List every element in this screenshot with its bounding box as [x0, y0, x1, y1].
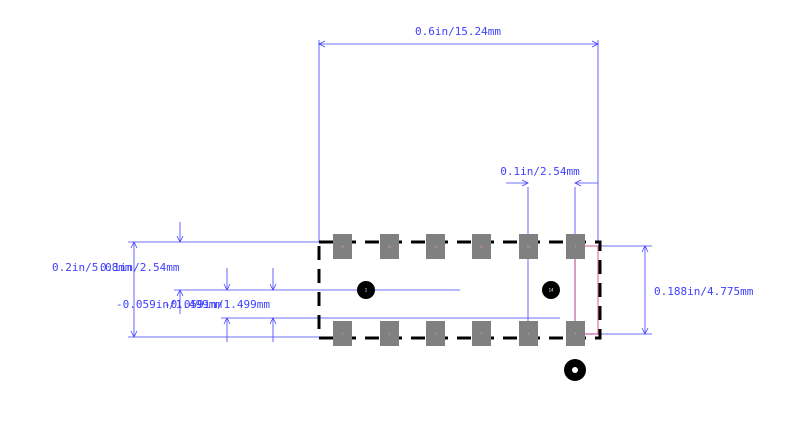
- top-pad-label: 14: [341, 245, 345, 249]
- top-pad: [380, 234, 399, 259]
- bottom-pad-label: 1: [342, 332, 344, 336]
- body-height-label: 0.2in/5.08mm: [52, 261, 132, 274]
- mounting-hole-right: [542, 281, 560, 299]
- pad-row-bottom: 1 2 3 4 5 6: [333, 321, 585, 346]
- hole-label-right: 14: [549, 288, 554, 293]
- top-pad-label: 13: [388, 245, 392, 249]
- bottom-pad-label: 5: [528, 332, 530, 336]
- pad-row-top: 14 13 12 11 10 9: [333, 234, 585, 259]
- bottom-pad-label: 2: [389, 332, 391, 336]
- mounting-hole-left: [357, 281, 375, 299]
- bottom-pad-label: 4: [481, 332, 483, 336]
- dimension-lines: [128, 40, 652, 342]
- pin1-indicator-center: [572, 367, 578, 373]
- bottom-pad: [333, 321, 352, 346]
- top-pad-label: 10: [527, 245, 531, 249]
- pad-offset-label: -0.059in/1.499mm: [164, 298, 270, 311]
- pad-row-span-label: 0.188in/4.775mm: [654, 285, 754, 298]
- hole-label-left: 1: [365, 288, 368, 293]
- body-outline: [317, 240, 602, 340]
- bottom-pad: [472, 321, 491, 346]
- top-pad: [333, 234, 352, 259]
- padlen-arrow-top: [223, 283, 231, 291]
- bottom-pad: [380, 321, 399, 346]
- bottom-pad-label: 6: [575, 332, 577, 336]
- bottom-pad: [426, 321, 445, 346]
- pin1-marker: [574, 245, 599, 335]
- pitch-arrow-right: [574, 179, 582, 187]
- overall-width-label: 0.6in/15.24mm: [415, 25, 501, 38]
- top-pad: [566, 234, 585, 259]
- padoff-arrow-bottom: [269, 317, 277, 325]
- body-arrow-bottom: [130, 330, 138, 338]
- width-arrow-right: [591, 40, 599, 48]
- span-arrow-top: [641, 245, 649, 253]
- span-arrow-bottom: [641, 327, 649, 335]
- pitch-label: 0.1in/2.54mm: [500, 165, 580, 178]
- bottom-pad: [519, 321, 538, 346]
- top-pad: [426, 234, 445, 259]
- width-arrow-left: [318, 40, 326, 48]
- bottom-pad: [566, 321, 585, 346]
- pad-length-label: -0.059in/1.499mm: [116, 298, 222, 311]
- bottom-pad-label: 3: [435, 332, 437, 336]
- body-arrow-top: [130, 241, 138, 249]
- row-arrow-top: [176, 235, 184, 243]
- top-pad: [519, 234, 538, 259]
- padoff-arrow-top: [269, 283, 277, 291]
- pitch-arrow-left: [521, 179, 529, 187]
- row-spacing-label: 0.1in/2.54mm: [100, 261, 180, 274]
- top-pad-label: 12: [434, 245, 438, 249]
- top-pad: [472, 234, 491, 259]
- top-pad-label: 11: [480, 245, 484, 249]
- top-pad-label: 9: [575, 245, 577, 249]
